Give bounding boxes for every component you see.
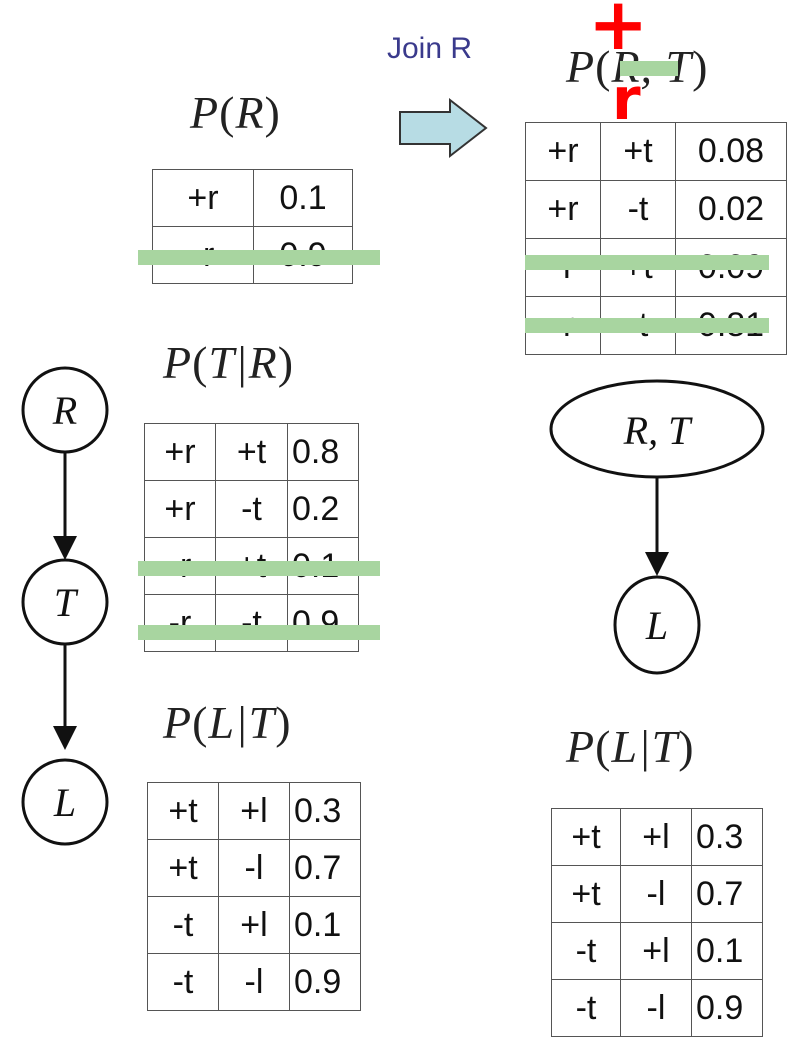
cell: -l: [218, 953, 290, 1011]
cell: -r: [144, 594, 216, 652]
title-p-l-given-t-left: P(L|T): [163, 697, 292, 748]
table-row: +r -t 0.2: [144, 480, 359, 538]
table-row: +r 0.1: [152, 169, 353, 227]
cell: 0.9: [289, 953, 361, 1011]
table-row: -r -t 0.9: [144, 594, 359, 652]
arrowhead: [53, 726, 77, 750]
cell: -t: [600, 180, 676, 239]
cell: +t: [600, 122, 676, 181]
strikethrough-mark: [525, 255, 769, 270]
cell: +r: [144, 423, 216, 481]
annotation-r: r: [612, 65, 641, 133]
cell: -t: [147, 953, 219, 1011]
cell: 0.08: [675, 122, 787, 181]
cell: 0.1: [289, 896, 361, 954]
strikethrough-mark: [525, 318, 769, 333]
table-row: +r -t 0.02: [525, 180, 787, 239]
cell: +r: [525, 122, 601, 181]
cell: +t: [551, 808, 621, 866]
strikethrough-mark: [620, 61, 678, 76]
cell: +l: [218, 896, 290, 954]
cell: -l: [218, 839, 290, 897]
cell: -l: [620, 865, 692, 923]
node-rt-label: R, T: [623, 408, 693, 453]
arrowhead: [53, 536, 77, 560]
cell: 0.3: [691, 808, 763, 866]
cell: +l: [218, 782, 290, 840]
join-label: Join R: [387, 32, 473, 65]
cell: -t: [147, 896, 219, 954]
cell: +t: [551, 865, 621, 923]
table-row: +t +l 0.3: [147, 782, 361, 840]
node-t-label: T: [54, 580, 79, 625]
cell: -t: [215, 480, 288, 538]
table-p-r: +r 0.1 -r 0.9: [152, 169, 353, 284]
table-row: +t +l 0.3: [551, 808, 763, 866]
table-row: -t -l 0.9: [551, 979, 763, 1037]
node-l-label: L: [645, 603, 668, 648]
node-l: [613, 575, 701, 675]
table-row: +r +t 0.8: [144, 423, 359, 481]
cell: 0.9: [691, 979, 763, 1037]
left-bayes-net: R T L: [21, 366, 109, 846]
cell: 0.2: [287, 480, 359, 538]
strikethrough-mark: [138, 250, 380, 265]
node-r-label: R: [52, 388, 77, 433]
cell: +r: [525, 180, 601, 239]
title-p-l-given-t-right: P(L|T): [566, 721, 695, 772]
table-row: +r +t 0.08: [525, 122, 787, 181]
cell: 0.1: [253, 169, 353, 227]
title-p-t-given-r: P(T|R): [163, 337, 295, 388]
table-row: -t +l 0.1: [147, 896, 361, 954]
cell: +l: [620, 922, 692, 980]
table-row: -t +l 0.1: [551, 922, 763, 980]
cell: +r: [144, 480, 216, 538]
cell: +t: [215, 423, 288, 481]
cell: +t: [147, 839, 219, 897]
table-row: +t -l 0.7: [551, 865, 763, 923]
cell: 0.1: [691, 922, 763, 980]
cell: +t: [147, 782, 219, 840]
table-row: -t -l 0.9: [147, 953, 361, 1011]
node-l: [21, 758, 109, 846]
cell: +r: [152, 169, 254, 227]
strikethrough-mark: [138, 561, 380, 576]
cell: 0.7: [691, 865, 763, 923]
right-bayes-net: R, T L: [549, 379, 765, 675]
cell: -l: [620, 979, 692, 1037]
cell: 0.3: [289, 782, 361, 840]
table-p-t-given-r: +r +t 0.8 +r -t 0.2 -r +t 0.1 -r -t 0.9: [144, 423, 359, 652]
arrowhead: [645, 552, 669, 576]
cell: -t: [551, 979, 621, 1037]
cell: -t: [551, 922, 621, 980]
node-l-label: L: [53, 780, 76, 825]
annotation-plus: +: [588, 0, 649, 66]
strikethrough-mark: [138, 625, 380, 640]
cell: -t: [215, 594, 288, 652]
cell: 0.8: [287, 423, 359, 481]
table-row: +t -l 0.7: [147, 839, 361, 897]
right-arrow-icon: [399, 97, 488, 159]
cell: 0.02: [675, 180, 787, 239]
cell: 0.9: [287, 594, 359, 652]
title-p-r: P(R): [190, 87, 281, 138]
cell: 0.7: [289, 839, 361, 897]
table-p-l-given-t-right: +t +l 0.3 +t -l 0.7 -t +l 0.1 -t -l 0.9: [551, 808, 763, 1037]
table-p-l-given-t-left: +t +l 0.3 +t -l 0.7 -t +l 0.1 -t -l 0.9: [147, 782, 361, 1011]
cell: +l: [620, 808, 692, 866]
